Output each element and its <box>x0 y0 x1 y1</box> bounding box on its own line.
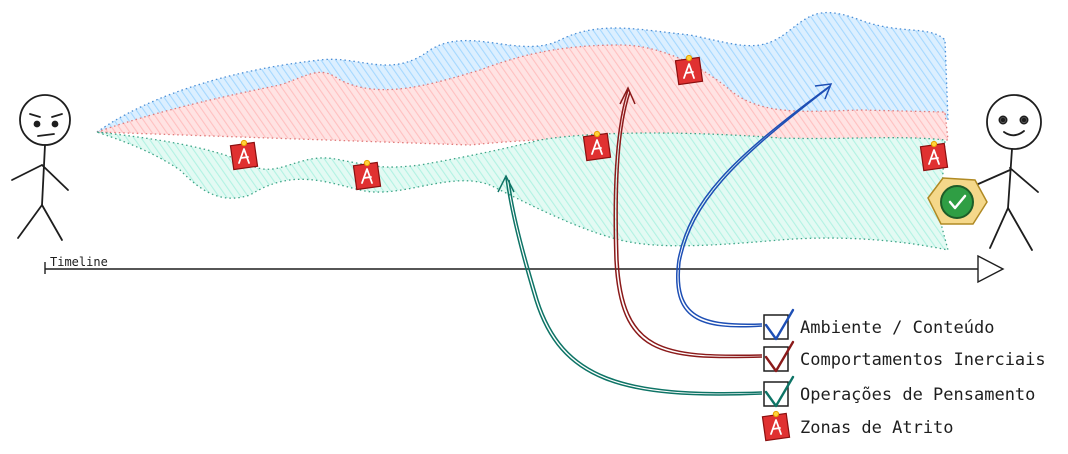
comportamentos-band <box>96 44 949 146</box>
stick-figure-happy <box>975 94 1042 251</box>
arrow-ambiente <box>676 83 833 328</box>
friction-note-icon <box>674 54 704 86</box>
friction-note-icon <box>761 410 791 442</box>
legend-label-zonas: Zonas de Atrito <box>800 418 954 438</box>
legend-item-operacoes: Operações de Pensamento <box>763 375 1035 408</box>
friction-note-icon <box>582 130 612 162</box>
friction-note-icon <box>229 139 259 171</box>
check-icon <box>764 308 795 341</box>
legend-label-comportamentos: Comportamentos Inerciais <box>800 350 1046 370</box>
arrow-comportamentos <box>613 86 763 359</box>
stick-figure-frustrated <box>11 94 71 241</box>
legend-label-ambiente: Ambiente / Conteúdo <box>800 318 994 338</box>
check-circle-icon <box>940 185 974 219</box>
arrow-operacoes <box>497 174 763 396</box>
timeline-arrowhead-icon <box>977 254 1005 284</box>
legend-item-comportamentos: Comportamentos Inerciais <box>763 340 1046 373</box>
friction-note-icon <box>352 159 382 191</box>
legend: Ambiente / Conteúdo Comportamentos Inerc… <box>761 308 1046 442</box>
timeline: Timeline <box>44 254 1005 284</box>
legend-label-operacoes: Operações de Pensamento <box>800 385 1035 405</box>
check-icon <box>764 375 795 408</box>
legend-item-zonas: Zonas de Atrito <box>761 410 954 442</box>
operacoes-band <box>96 131 949 251</box>
timeline-label: Timeline <box>50 255 108 269</box>
legend-item-ambiente: Ambiente / Conteúdo <box>763 308 994 341</box>
success-badge <box>927 177 988 225</box>
friction-note-icon <box>919 140 949 172</box>
check-icon <box>764 340 795 373</box>
